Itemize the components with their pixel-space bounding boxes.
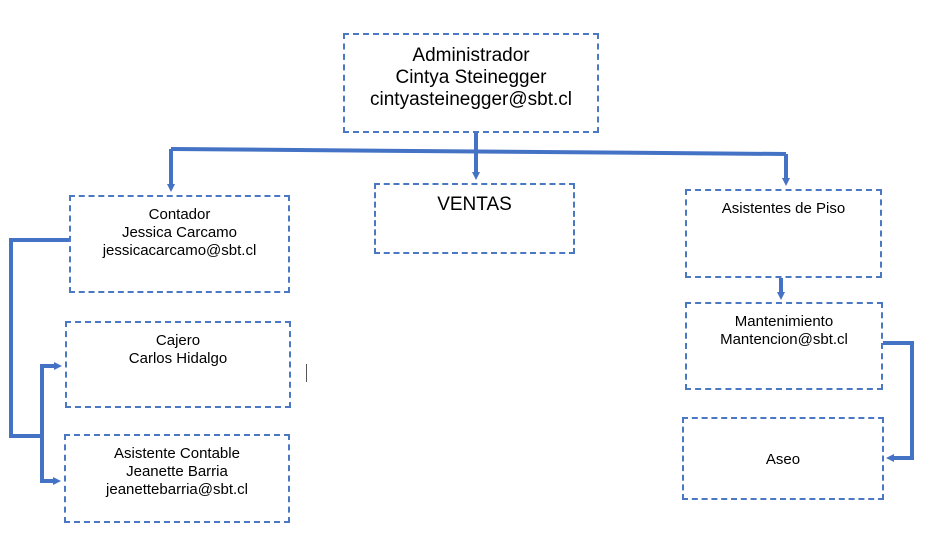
node-role: Cajero <box>155 332 201 349</box>
node-aseo: Aseo <box>682 417 884 500</box>
node-email: jeanettebarria@sbt.cl <box>106 481 248 498</box>
node-email: cintyasteinegger@sbt.cl <box>370 89 572 110</box>
node-role: Contador <box>148 206 211 223</box>
node-person: Jeanette Barria <box>126 463 228 480</box>
node-asistente-contable: Asistente Contable Jeanette Barria jeane… <box>64 434 290 523</box>
connector-to-asistente-contable <box>40 436 61 485</box>
node-cajero: Cajero Carlos Hidalgo <box>65 321 291 408</box>
text-cursor <box>306 364 307 382</box>
node-role: Asistente Contable <box>114 445 240 462</box>
connector-bus <box>170 147 787 156</box>
node-person: Jessica Carcamo <box>121 224 238 241</box>
node-role: Asistentes de Piso <box>721 200 846 217</box>
node-contador: Contador Jessica Carcamo jessicacarcamo@… <box>69 195 290 293</box>
node-role: Mantenimiento <box>734 313 834 330</box>
node-role: VENTAS <box>437 194 512 215</box>
node-administrador: Administrador Cintya Steinegger cintyast… <box>343 33 599 133</box>
node-mantenimiento: Mantenimiento Mantencion@sbt.cl <box>685 302 883 390</box>
connector-to-cajero <box>40 362 62 436</box>
node-person: Carlos Hidalgo <box>128 350 228 367</box>
connector-contador-left <box>9 238 69 438</box>
node-ventas: VENTAS <box>374 183 575 254</box>
connector-to-aseo <box>883 341 914 462</box>
node-asistentes-de-piso: Asistentes de Piso <box>685 189 882 278</box>
node-email: jessicacarcamo@sbt.cl <box>102 242 257 259</box>
node-role: Aseo <box>765 451 801 468</box>
node-person: Cintya Steinegger <box>395 67 547 88</box>
node-email: Mantencion@sbt.cl <box>720 331 848 348</box>
node-role: Administrador <box>412 45 530 66</box>
